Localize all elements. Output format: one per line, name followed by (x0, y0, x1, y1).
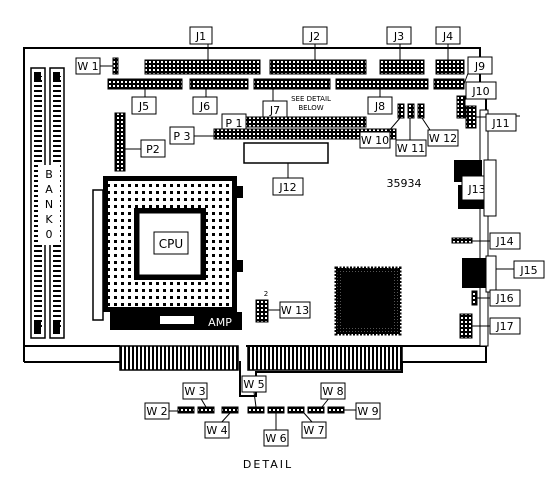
power-connector-p2: P2 (114, 112, 166, 172)
label-w8: W 8 (322, 385, 343, 398)
label-w10: W 10 (361, 134, 389, 147)
connector-j13: J13 (454, 159, 497, 217)
label-j10: J10 (471, 85, 489, 98)
jumper-w10: W 10 (359, 103, 405, 149)
header-j9: J9 (433, 56, 493, 90)
label-j1: J1 (195, 30, 206, 43)
label-w4: W 4 (206, 424, 227, 437)
label-w13: W 13 (281, 304, 309, 317)
amp-label: AMP (208, 316, 232, 329)
label-j3: J3 (393, 30, 404, 43)
jumper-w13: 2 W 13 (255, 290, 311, 323)
board-number: 35934 (387, 177, 422, 190)
label-p1: P 1 (225, 117, 242, 130)
header-j6: J6 (189, 78, 249, 115)
label-j16: J16 (495, 292, 513, 305)
label-j6: J6 (199, 100, 210, 113)
pin-marker: 2 (264, 290, 268, 298)
jumper-w11: W 11 (395, 103, 427, 157)
bank-letter: N (45, 198, 53, 211)
label-j13: J13 (467, 183, 485, 196)
label-w5: W 5 (243, 378, 264, 391)
bank-letter: A (45, 183, 53, 196)
header-j5: J5 (107, 78, 183, 115)
header-j8: J8 (335, 78, 429, 115)
connector-p3: P 3 (169, 126, 397, 145)
cpu-label: CPU (159, 237, 183, 251)
bank-letter: B (45, 168, 53, 181)
label-w1: W 1 (77, 60, 98, 73)
see-detail-note: SEE DETAIL BELOW (291, 95, 331, 112)
label-j9: J9 (474, 60, 485, 73)
bank-letter: 0 (46, 228, 53, 241)
label-j15: J15 (519, 264, 537, 277)
label-j7: J7 (269, 104, 280, 117)
header-j16: J16 (471, 289, 521, 307)
label-j12: J12 (278, 181, 296, 194)
label-w12: W 12 (429, 132, 457, 145)
label-p3: P 3 (173, 130, 190, 143)
header-j14: J14 (451, 232, 521, 250)
header-j7: J7 (253, 78, 331, 119)
label-j2: J2 (309, 30, 320, 43)
chipset (334, 266, 402, 336)
see-detail-line1: SEE DETAIL (291, 95, 331, 103)
label-j11: J11 (491, 117, 509, 130)
label-w11: W 11 (397, 142, 425, 155)
header-j2: J2 (269, 26, 367, 75)
header-j10: J10 (456, 81, 497, 119)
jumper-w12: W 12 (417, 103, 459, 147)
cpu-socket: CPU AMP (92, 176, 243, 330)
header-j17: J17 (459, 313, 521, 339)
label-w3: W 3 (184, 385, 205, 398)
socket-j12: J12 (243, 142, 329, 196)
label-j4: J4 (442, 30, 453, 43)
label-w7: W 7 (303, 424, 324, 437)
edge-connector (119, 345, 403, 371)
bank-label: B A N K 0 (45, 168, 54, 241)
bank-letter: K (45, 213, 53, 226)
header-j4: J4 (435, 26, 465, 75)
label-j17: J17 (495, 320, 513, 333)
label-j14: J14 (495, 235, 513, 248)
connector-j15: J15 (462, 255, 545, 293)
detail-callout: W 2 W 3 W 4 W 5 W 6 W 7 W 8 W 9 DETAIL (144, 375, 381, 471)
label-j8: J8 (374, 100, 385, 113)
see-detail-line2: BELOW (298, 104, 323, 112)
label-j5: J5 (138, 100, 149, 113)
connector-p1: P 1 (221, 113, 367, 132)
label-p2: P2 (146, 143, 160, 156)
detail-caption: DETAIL (243, 458, 293, 471)
label-w2: W 2 (146, 405, 167, 418)
label-w9: W 9 (357, 405, 378, 418)
simm-bank-0 (30, 67, 65, 339)
header-j11: J11 (465, 105, 520, 347)
jumper-w1: W 1 (75, 57, 119, 75)
header-j1: J1 (144, 26, 261, 75)
label-w6: W 6 (265, 432, 286, 445)
header-j3: J3 (379, 26, 425, 75)
